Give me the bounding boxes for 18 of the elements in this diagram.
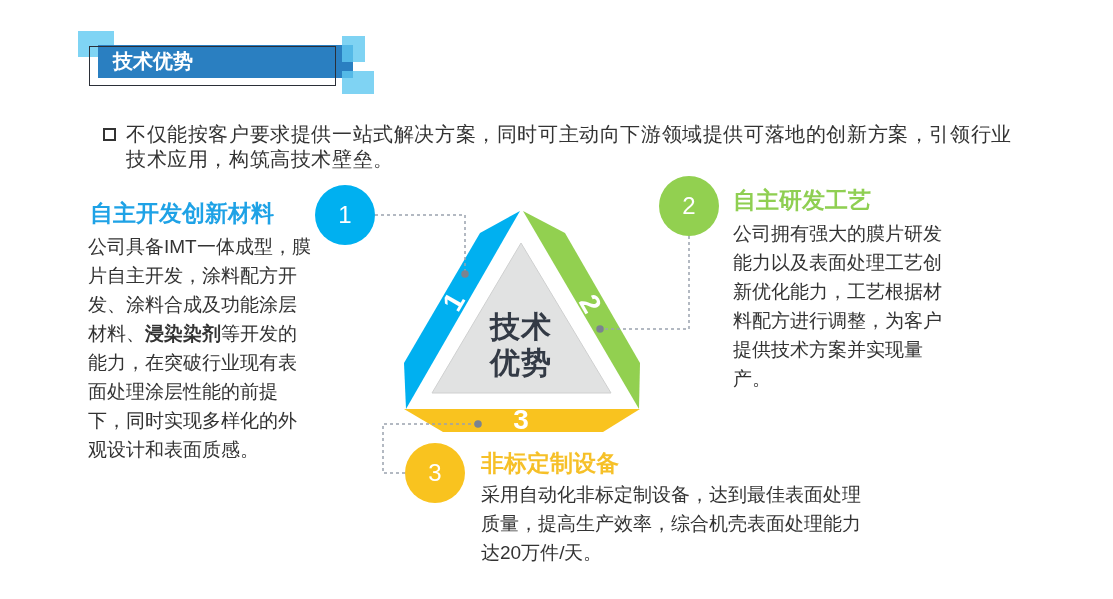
section-heading: 自主开发创新材料 [90,199,274,228]
number-circle: 3 [405,443,465,503]
bullet-text: 不仅能按客户要求提供一站式解决方案，同时可主动向下游领域提供可落地的创新方案，引领行业技术应用，构筑高技术壁垒。 [126,122,1013,172]
leader-line [374,214,469,278]
band-number: 3 [513,406,529,434]
band-number: 1 [438,288,470,316]
section-text: 采用自动化非标定制设备，达到最佳表面处理质量，提高生产效率，综合机壳表面处理能力达20万件/天。 [481,483,862,565]
leader-line [596,235,690,333]
section-heading: 非标定制设备 [481,449,619,478]
center-title: 技术优势 [488,309,553,381]
title-banner: 技术优势 [98,45,353,78]
section-text: 公司具备IMT一体成型，膜片自主开发，涂料配方开发、涂料合成及功能涂层材料、浸染染剂等开发的能力，在突破行业现有表面处理涂层性能的前提下，同时实现多样化的外观设计和表面质感。 [88,235,312,462]
section-heading: 自主研发工艺 [733,186,871,215]
number-circle: 2 [659,176,719,236]
number-circle: 1 [315,185,375,245]
section-text: 公司拥有强大的膜片研发能力以及表面处理工艺创新优化能力，工艺根据材料配方进行调整，为客户提供技术方案并实现量产。 [733,222,943,391]
band-number: 2 [574,290,606,318]
leader-line [382,420,482,474]
